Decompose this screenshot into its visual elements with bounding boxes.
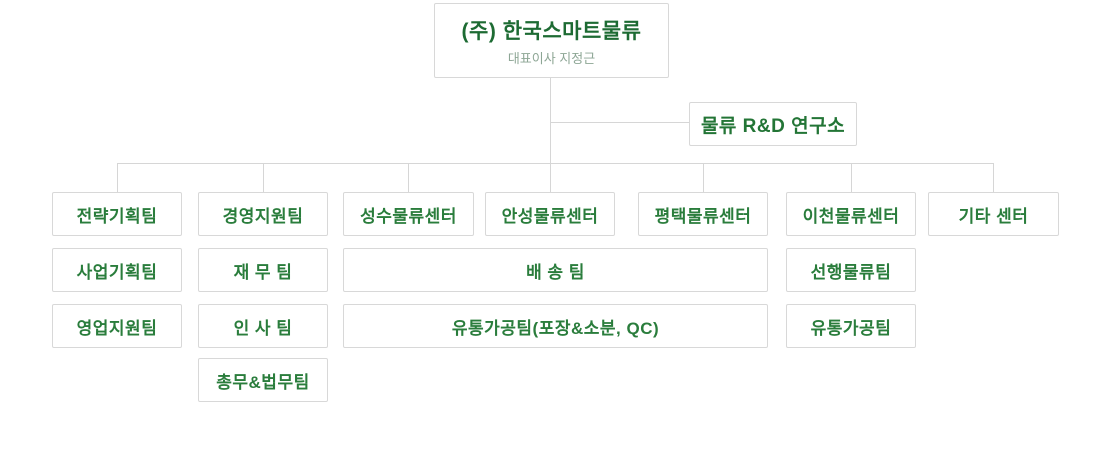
company-name: (주) 한국스마트물류 [461, 19, 642, 43]
box-pyeongtaek-logistics-center: 평택물류센터 [638, 192, 768, 236]
box-company-root: (주) 한국스마트물류 대표이사 지정근 [434, 3, 669, 78]
box-anseong-logistics-center: 안성물류센터 [485, 192, 615, 236]
box-general-affairs-legal-team: 총무&법무팀 [198, 358, 328, 402]
connector-stub-col5 [703, 163, 704, 192]
box-strategic-planning-team: 전략기획팀 [52, 192, 182, 236]
connector-rnd-branch [550, 122, 689, 123]
box-management-support-team: 경영지원팀 [198, 192, 328, 236]
ceo-name: 대표이사 지정근 [507, 50, 596, 66]
box-finance-team: 재 무 팀 [198, 248, 328, 292]
connector-stub-col7 [993, 163, 994, 192]
box-rnd-institute: 물류 R&D 연구소 [689, 102, 857, 146]
box-distribution-processing-team-span: 유통가공팀(포장&소분, QC) [343, 304, 768, 348]
box-delivery-team: 배 송 팀 [343, 248, 768, 292]
box-advance-logistics-team: 선행물류팀 [786, 248, 916, 292]
connector-stub-col4 [550, 163, 551, 192]
box-seongsu-logistics-center: 성수물류센터 [343, 192, 474, 236]
box-business-planning-team: 사업기획팀 [52, 248, 182, 292]
box-sales-support-team: 영업지원팀 [52, 304, 182, 348]
connector-root-vertical [550, 77, 551, 163]
connector-stub-col2 [263, 163, 264, 192]
box-icheon-logistics-center: 이천물류센터 [786, 192, 916, 236]
connector-stub-col6 [851, 163, 852, 192]
connector-main-horizontal [117, 163, 994, 164]
box-hr-team: 인 사 팀 [198, 304, 328, 348]
connector-stub-col1 [117, 163, 118, 192]
box-other-centers: 기타 센터 [928, 192, 1059, 236]
connector-stub-col3 [408, 163, 409, 192]
box-distribution-processing-team: 유통가공팀 [786, 304, 916, 348]
